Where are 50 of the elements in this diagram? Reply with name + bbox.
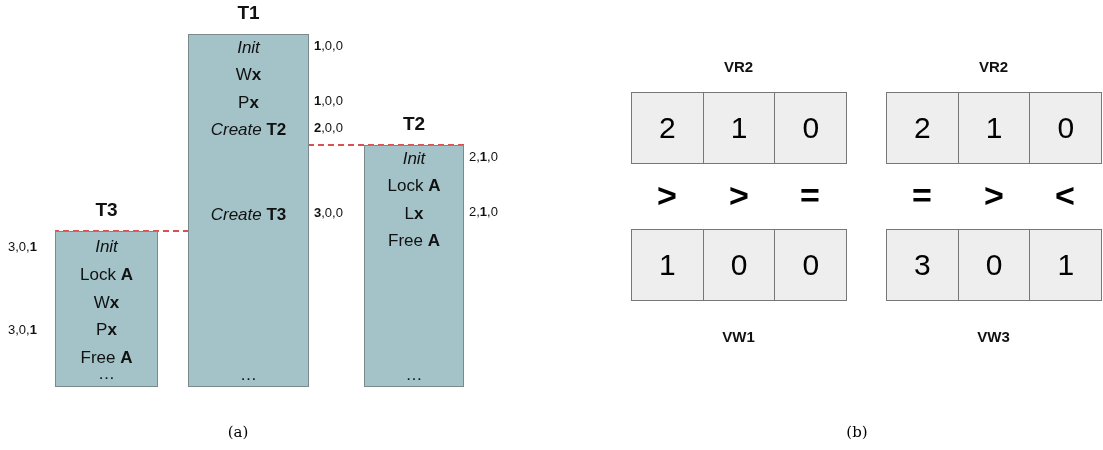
comparison-sign: > xyxy=(984,178,1004,212)
subfigure-caption: (b) xyxy=(846,423,868,441)
comparison-sign: = xyxy=(912,178,932,212)
vector-label: VR2 xyxy=(723,57,754,77)
vector-label: VR2 xyxy=(978,57,1009,77)
comparison-sign: = xyxy=(800,178,820,212)
vector-clock: 3,0,1 xyxy=(8,239,37,255)
operation-label: Create T2 xyxy=(210,120,287,140)
vector-clock: 1,0,0 xyxy=(314,93,343,109)
vector-label: VW1 xyxy=(722,327,755,347)
operation-label: Lock A xyxy=(80,265,133,285)
operation-label: Px xyxy=(96,320,117,340)
operation-label: Lx xyxy=(404,204,424,224)
vector-cell: 2 xyxy=(631,92,704,164)
vector-cell: 1 xyxy=(957,92,1031,164)
vector-cell: 0 xyxy=(702,229,776,301)
operation-label: Init xyxy=(402,149,426,169)
vector-cell: 0 xyxy=(774,92,848,164)
operation-label: … xyxy=(240,365,257,385)
vector-cell: 1 xyxy=(1029,229,1103,301)
vector-clock: 2,1,0 xyxy=(469,204,498,220)
operation-label: Init xyxy=(95,237,118,257)
thread-title: T3 xyxy=(95,200,118,220)
vector-cell: 1 xyxy=(702,92,776,164)
vector-label: VW3 xyxy=(977,327,1010,347)
thread-title: T1 xyxy=(237,3,260,23)
vector-clock: 1,0,0 xyxy=(314,38,343,54)
thread-title: T2 xyxy=(402,114,426,134)
vector-cell: 1 xyxy=(631,229,704,301)
operation-label: Free A xyxy=(388,231,440,251)
vector-cell: 3 xyxy=(886,229,959,301)
operation-label: Wx xyxy=(93,293,120,313)
operation-label: Lock A xyxy=(387,176,441,196)
vector-cell: 0 xyxy=(957,229,1031,301)
vector-cell: 2 xyxy=(886,92,959,164)
operation-label: Px xyxy=(238,93,259,113)
subfigure-caption: (a) xyxy=(227,423,249,441)
operation-label: Init xyxy=(237,38,260,58)
operation-label: Create T3 xyxy=(210,205,287,225)
comparison-sign: > xyxy=(729,178,749,212)
vector-cell: 0 xyxy=(1029,92,1103,164)
operation-label: Wx xyxy=(235,65,262,85)
vector-clock: 2,0,0 xyxy=(314,120,343,136)
vector-clock: 3,0,0 xyxy=(314,205,343,221)
operation-label: … xyxy=(405,365,423,385)
comparison-sign: < xyxy=(1055,178,1075,212)
vector-clock: 3,0,1 xyxy=(8,322,37,338)
comparison-sign: > xyxy=(657,178,677,212)
vector-cell: 0 xyxy=(774,229,848,301)
vector-clock: 2,1,0 xyxy=(469,149,498,165)
